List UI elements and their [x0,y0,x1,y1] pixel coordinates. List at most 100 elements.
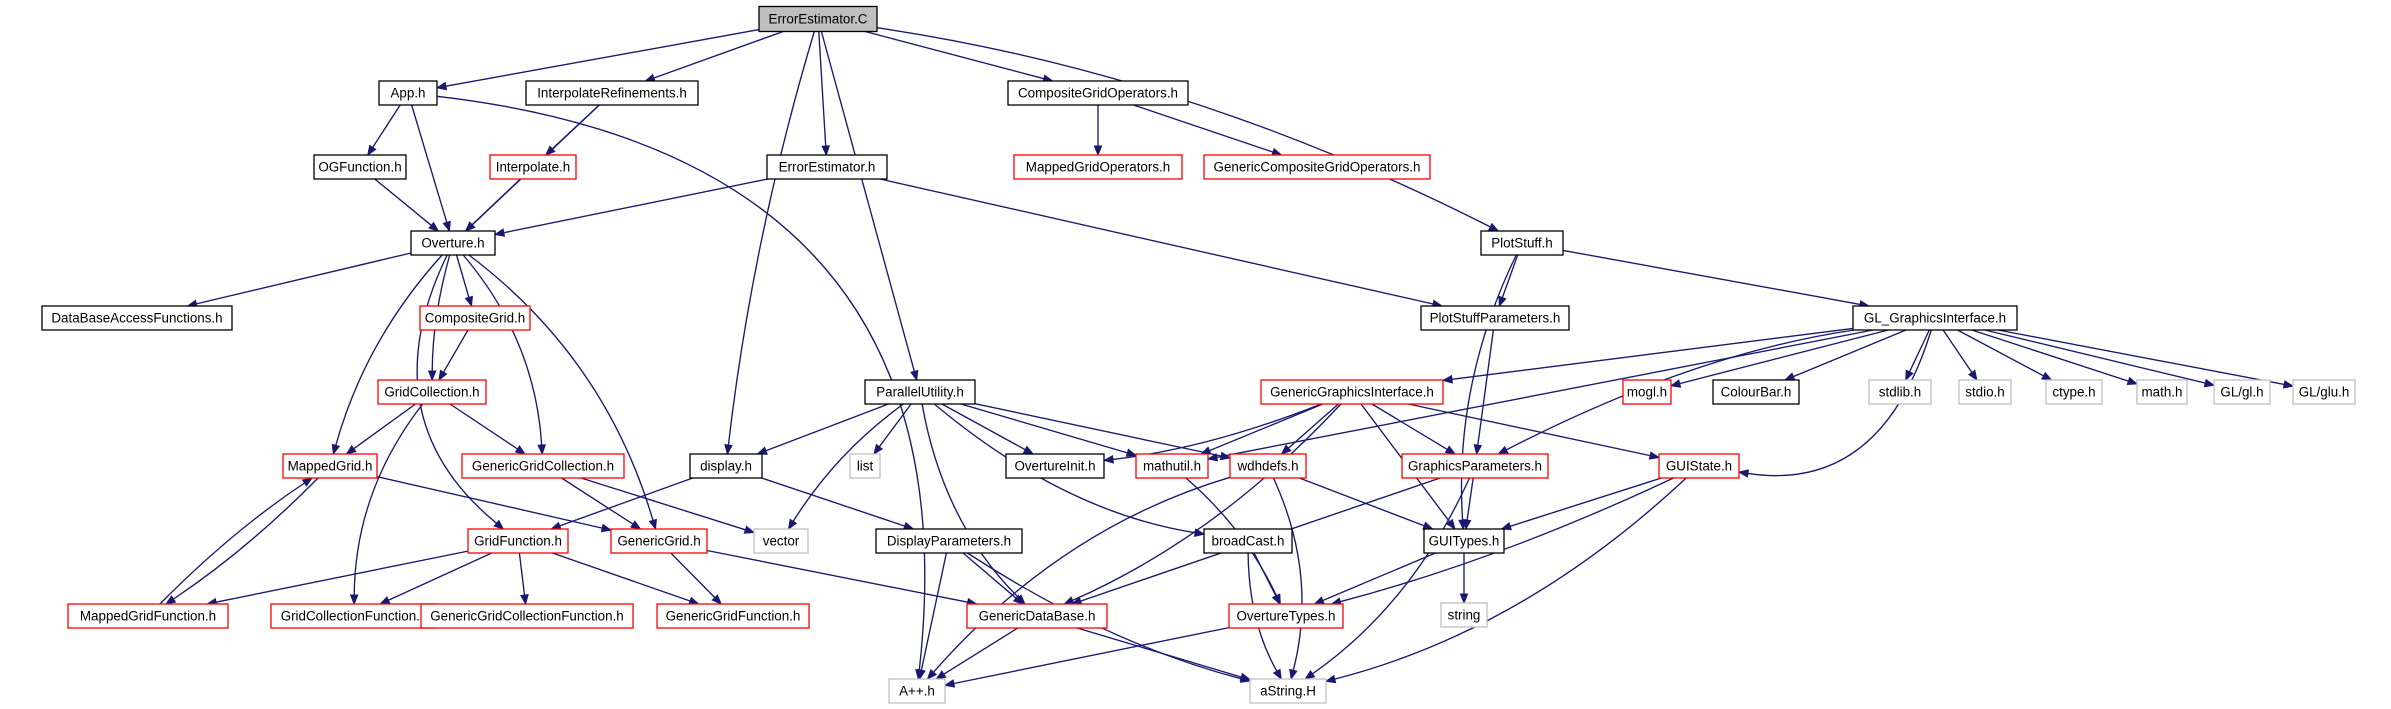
node-mathutil-h[interactable]: mathutil.h [1135,453,1209,479]
node-mappedgridfunction-h[interactable]: MappedGridFunction.h [67,603,229,629]
node-genericgridfunction-h[interactable]: GenericGridFunction.h [656,603,810,629]
edge-overture_h-to-genericgrid_h [468,254,654,521]
node-wdhdefs-h[interactable]: wdhdefs.h [1229,453,1307,479]
node-guitypes-h[interactable]: GUITypes.h [1423,528,1505,554]
edge-arrowhead-graphicsparameters_h-to-guitypes_h [1462,519,1472,531]
node-label: App.h [391,86,426,101]
node-label: stdio.h [1965,385,2004,400]
node-gridcollectionfunction-h[interactable]: GridCollectionFunction.h [270,603,438,629]
node-gl-glu-h: GL/glu.h [2292,379,2356,405]
edge-arrowhead-overture_h-to-gridfunction_h [493,519,505,530]
edge-gridcollection_h-to-mappedgrid_h [353,403,416,450]
node-label: mogl.h [1627,385,1667,400]
node-broadcast-h[interactable]: broadCast.h [1203,528,1293,554]
edge-arrowhead-app_h-to-overture_h [442,220,451,233]
edge-arrowhead-genericgridcollection_h-to-vector [743,525,756,534]
node-overture-h[interactable]: Overture.h [410,230,496,256]
edge-arrowhead-broadcast_h-to-astring_h [1272,668,1282,681]
edge-gl_graphicsinterface_h-to-guistate_h [1747,329,1932,477]
edge-parallelutility_h-to-list [878,403,912,448]
edge-overture_h-to-compositegrid_h [455,254,470,298]
node-displayparameters-h[interactable]: DisplayParameters.h [875,528,1023,554]
edge-wdhdefs_h-to-aplusplus_h [932,476,1231,673]
edge-ogfunction_h-to-overture_h [374,178,432,226]
edge-arrowhead-displayparameters_h-to-aplusplus_h [917,668,926,681]
node-label: ColourBar.h [1721,385,1792,400]
node-box [1203,528,1293,554]
node-box [67,603,229,629]
node-graphicsparameters-h[interactable]: GraphicsParameters.h [1401,453,1549,479]
edge-arrowhead-genericgraphicsinterface_h-to-graphicsparameters_h [1444,445,1457,455]
edge-app_h-to-ogfunction_h [372,104,401,148]
edge-errorestimator_c-to-app_h [445,28,760,87]
node-label: GraphicsParameters.h [1408,459,1542,474]
node-label: broadCast.h [1212,534,1285,549]
node-mogl-h[interactable]: mogl.h [1622,379,1672,405]
node-box [753,528,809,554]
node-plotstuffparameters-h[interactable]: PlotStuffParameters.h [1420,305,1570,331]
node-box [1229,453,1307,479]
node-genericgridcollectionfunction-h[interactable]: GenericGridCollectionFunction.h [420,603,634,629]
node-label: GL/glu.h [2299,385,2350,400]
node-box [270,603,438,629]
node-label: GL_GraphicsInterface.h [1864,311,2006,326]
node-label: ParallelUtility.h [876,385,964,400]
node-label: PlotStuffParameters.h [1430,311,1561,326]
node-errorestimator-h[interactable]: ErrorEstimator.h [766,154,888,180]
edge-display_h-to-gridfunction_h [559,477,693,527]
node-guistate-h[interactable]: GUIState.h [1658,453,1740,479]
edge-arrowhead-errorestimator_c-to-plotstuff_h [1487,222,1500,232]
node-interpolate-h[interactable]: Interpolate.h [489,154,577,180]
node-errorestimator-c[interactable]: ErrorEstimator.C [758,5,878,33]
node-genericgrid-h[interactable]: GenericGrid.h [610,528,708,554]
edge-parallelutility_h-to-genericdatabase_h [921,403,1020,599]
node-box [41,305,233,331]
edge-arrowhead-overture_h-to-genericgridcollection_h [537,444,547,456]
node-box [2045,379,2103,405]
edge-arrowhead-wdhdefs_h-to-guitypes_h [1422,521,1434,530]
node-gridfunction-h[interactable]: GridFunction.h [467,528,569,554]
node-overtureinit-h[interactable]: OvertureInit.h [1005,453,1105,479]
node-box [378,80,438,106]
node-label: wdhdefs.h [1236,459,1298,474]
node-label: GenericCompositeGridOperators.h [1214,160,1421,175]
node-mappedgrid-h[interactable]: MappedGrid.h [282,453,378,479]
node-label: list [857,459,874,474]
edge-arrowhead-interpolate_h-to-overture_h [464,221,476,232]
edge-arrowhead-compositegridoperators_h-to-mappedgridoperators_h [1093,145,1103,157]
node-plotstuff-h[interactable]: PlotStuff.h [1480,230,1564,256]
edge-gl_graphicsinterface_h-to-stdlib_h [1908,329,1930,373]
node-box [1480,230,1564,256]
node-compositegrid-h[interactable]: CompositeGrid.h [419,305,531,331]
node-compositegridoperators-h[interactable]: CompositeGridOperators.h [1007,80,1189,106]
node-gridcollection-h[interactable]: GridCollection.h [377,379,487,405]
node-mappedgridoperators-h[interactable]: MappedGridOperators.h [1013,154,1183,180]
node-app-h[interactable]: App.h [378,80,438,106]
edge-arrowhead-gl_graphicsinterface_h-to-mathutil_h [1206,452,1219,462]
edge-gridcollection_h-to-gridcollectionfunction_h [353,403,424,596]
node-genericgraphicsinterface-h[interactable]: GenericGraphicsInterface.h [1260,379,1444,405]
node-gl-graphicsinterface-h[interactable]: GL_GraphicsInterface.h [1852,305,2018,331]
edge-parallelutility_h-to-broadcast_h [933,403,1196,534]
node-genericgridcollection-h[interactable]: GenericGridCollection.h [461,453,625,479]
node-colourbar-h[interactable]: ColourBar.h [1712,379,1800,405]
node-genericcompositegridoperators-h[interactable]: GenericCompositeGridOperators.h [1203,154,1431,180]
node-ogfunction-h[interactable]: OGFunction.h [313,154,407,180]
node-parallelutility-h[interactable]: ParallelUtility.h [864,379,976,405]
edge-errorestimator_h-to-plotstuffparameters_h [879,178,1434,305]
node-box [610,528,708,554]
node-databaseaccessfunctions-h[interactable]: DataBaseAccessFunctions.h [41,305,233,331]
edge-arrowhead-errorestimator_c-to-interpolaterefinements_h [644,73,656,82]
node-box [1712,379,1800,405]
node-display-h[interactable]: display.h [689,453,763,479]
node-label: GridFunction.h [474,534,562,549]
edge-arrowhead-gl_graphicsinterface_h-to-genericgraphicsinterface_h [1441,374,1453,384]
node-label: GL/gl.h [2220,385,2263,400]
node-label: CompositeGrid.h [425,311,525,326]
node-interpolaterefinements-h[interactable]: InterpolateRefinements.h [525,80,699,106]
node-overturetypes-h[interactable]: OvertureTypes.h [1228,603,1344,629]
node-box [489,154,577,180]
node-genericdatabase-h[interactable]: GenericDataBase.h [966,603,1108,629]
node-label: PlotStuff.h [1491,236,1553,251]
edge-arrowhead-guistate_h-to-astring_h [1324,674,1337,684]
